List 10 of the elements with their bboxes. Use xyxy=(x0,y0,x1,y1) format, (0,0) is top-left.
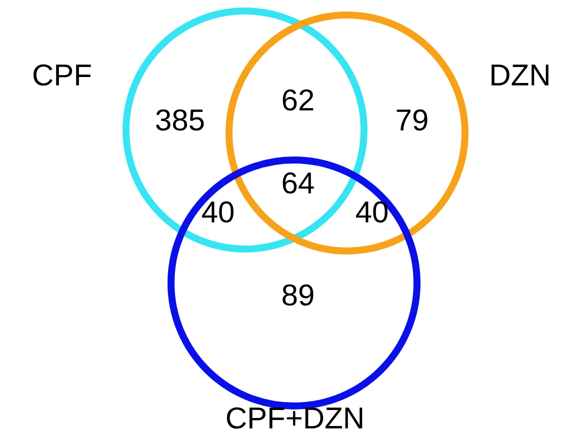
set-label: DZN xyxy=(492,64,548,86)
count-label: 40 xyxy=(356,201,388,223)
count-label: 385 xyxy=(156,109,204,131)
count-label: 62 xyxy=(282,89,314,111)
count-label: 89 xyxy=(282,284,314,306)
set-label: CPF+DZN xyxy=(226,407,362,429)
count-label: 64 xyxy=(282,172,314,194)
count-label: 79 xyxy=(396,109,428,131)
set-label: CPF xyxy=(34,64,91,86)
count-label: 40 xyxy=(202,201,234,223)
